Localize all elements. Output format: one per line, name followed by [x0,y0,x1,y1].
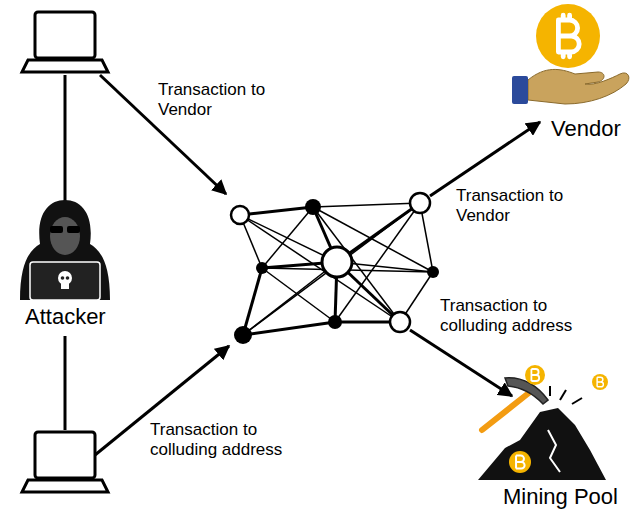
bitcoin-glyph [558,15,579,57]
laptop-icon [22,12,108,72]
coin-glyph [531,369,539,381]
peer-node [322,247,352,277]
entity-label-box: Mining Pool [501,484,620,510]
mesh-line [243,268,262,335]
network-peers [231,193,439,344]
transaction-label: Transaction to colluding address [150,420,315,460]
spark-line [572,398,582,404]
transaction-arrow [430,122,540,196]
laptop-base [22,60,108,72]
transaction-label: Transaction to Vendor [456,186,581,226]
coin-glyph [516,455,525,468]
bitcoin-symbol [558,15,579,57]
attacker-icon [20,200,110,300]
transaction-label: Transaction to Vendor [158,80,283,120]
mesh-line [313,203,420,207]
coin-disc [509,451,531,473]
entity-name: Attacker [25,304,106,330]
laptop-base [22,480,108,492]
glasses [50,226,63,233]
mesh-line [243,262,337,335]
coin-disc [592,374,608,390]
spark-line [560,390,566,400]
coin [509,451,531,473]
mesh-line [240,207,313,215]
glasses [67,226,80,233]
pickaxe-handle [482,392,530,430]
cuff [512,76,528,104]
mining-pool-icon [478,365,608,480]
peer-node [390,312,410,332]
mesh-line [243,322,335,335]
mesh-line [240,215,400,322]
spark-line [549,386,551,396]
link-line [64,336,67,430]
entity-label-box: Vendor [549,116,623,142]
transaction-arrow [410,330,512,396]
hand [528,69,629,104]
peer-node [427,266,439,278]
laptop-screen [35,432,95,478]
skull-eye [61,276,65,280]
transaction-label: Transaction to colluding address [440,296,605,336]
peer-node [328,315,342,329]
coin [592,374,608,390]
laptop-icon [22,432,108,492]
peer-node [256,262,268,274]
coin-disc [525,365,545,385]
coin-glyph [597,377,603,387]
peer-node [234,326,252,344]
laptop-screen [35,12,95,58]
coin [525,365,545,385]
face [50,217,80,255]
mesh-line [243,203,420,335]
hood [20,200,110,300]
attacker-laptop [30,262,100,300]
skull [58,271,72,285]
crack [548,430,560,472]
peer-node [410,193,430,213]
link-line [64,75,67,205]
mesh-line [262,268,335,322]
entity-name: Mining Pool [503,484,618,510]
entity-name: Vendor [551,116,621,142]
skull-eye [66,276,70,280]
peer-node [305,199,321,215]
bitcoin-coin [536,4,600,68]
peer-node [231,206,249,224]
spark [550,386,582,404]
vendor-icon [512,4,629,104]
skull-jaw [61,283,69,289]
entity-label-box: Attacker [23,304,108,330]
network-mesh [240,203,433,335]
